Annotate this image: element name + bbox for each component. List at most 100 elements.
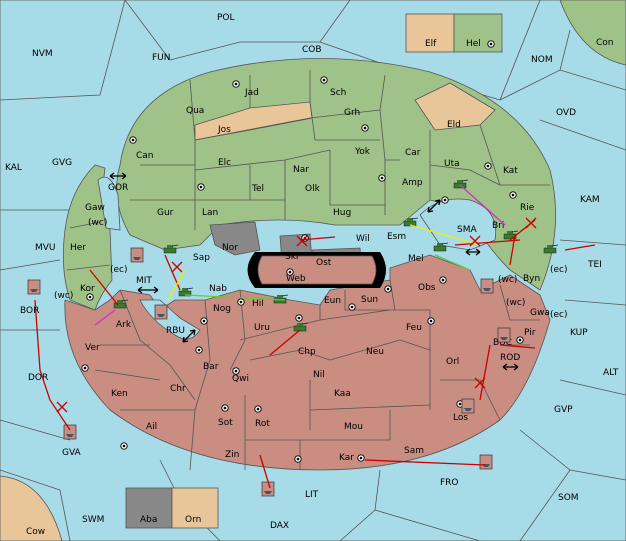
supply-center-dot	[441, 278, 445, 282]
svg-text:Nor: Nor	[222, 243, 238, 253]
svg-text:Chr: Chr	[170, 384, 186, 394]
svg-text:Esm: Esm	[387, 232, 406, 242]
svg-text:Qwi: Qwi	[232, 374, 249, 384]
fleet-unit-icon[interactable]	[154, 304, 168, 320]
province-lines	[66, 70, 550, 471]
label-kup: KUP	[570, 328, 588, 338]
fleet-unit-icon[interactable]	[479, 454, 493, 470]
supply-center-dot	[429, 319, 433, 323]
svg-text:Feu: Feu	[406, 323, 422, 333]
svg-text:Web: Web	[286, 274, 306, 284]
svg-text:Uru: Uru	[254, 323, 270, 333]
svg-text:Rot: Rot	[255, 419, 270, 429]
army-unit-icon[interactable]	[178, 287, 194, 297]
label-con: Con	[596, 38, 614, 48]
svg-text:Tel: Tel	[251, 184, 264, 194]
order-arrows	[34, 184, 596, 489]
label-fun: FUN	[152, 53, 171, 63]
svg-text:Gur: Gur	[157, 208, 174, 218]
svg-text:Yok: Yok	[354, 147, 371, 157]
army-unit-icon[interactable]	[293, 322, 309, 332]
label-fro: FRO	[440, 478, 459, 488]
label-nvm: NVM	[32, 49, 53, 59]
svg-text:Grh: Grh	[344, 108, 360, 118]
svg-text:(ec): (ec)	[550, 310, 568, 320]
fleet-unit-icon[interactable]	[480, 278, 494, 294]
svg-text:Can: Can	[136, 151, 154, 161]
svg-text:Gaw: Gaw	[85, 203, 105, 213]
supply-center-dot	[197, 348, 201, 352]
province-orn[interactable]	[171, 487, 219, 529]
svg-text:Elf: Elf	[425, 39, 437, 49]
svg-text:Sot: Sot	[218, 418, 233, 428]
svg-text:Wil: Wil	[356, 234, 370, 244]
svg-text:Ver: Ver	[85, 343, 100, 353]
svg-text:Amp: Amp	[402, 178, 423, 188]
fleet-unit-icon[interactable]	[27, 279, 41, 295]
box-labels: Jos Eld Elf Hel Aba Orn	[140, 39, 481, 525]
svg-text:Lan: Lan	[202, 208, 218, 218]
supply-center-dot	[363, 126, 367, 130]
fleet-unit-icon[interactable]	[497, 327, 511, 343]
supply-center-dot	[518, 338, 522, 342]
army-unit-icon[interactable]	[503, 230, 519, 240]
supply-center-dot	[296, 457, 300, 461]
label-alt: ALT	[603, 368, 619, 378]
fleet-unit-icon[interactable]	[63, 424, 77, 440]
fleet-unit-icon[interactable]	[461, 398, 475, 414]
red-land-labels: Skr Web Ost Mel Byn Eun Sun Obs Nab Hil …	[85, 252, 550, 463]
svg-text:Kaa: Kaa	[334, 389, 351, 399]
label-gvp: GVP	[554, 405, 573, 415]
province-elf[interactable]	[405, 13, 455, 53]
label-som: SOM	[558, 493, 579, 503]
supply-center-dot	[234, 369, 238, 373]
supply-center-dot	[386, 287, 390, 291]
fleet-unit-icon[interactable]	[130, 247, 144, 263]
label-sma: SMA	[457, 225, 477, 235]
province-web[interactable]	[257, 255, 377, 285]
army-unit-icon[interactable]	[543, 244, 559, 254]
svg-text:Byn: Byn	[523, 274, 540, 284]
army-unit-icon[interactable]	[163, 244, 179, 254]
label-rbu: RBU	[166, 326, 185, 336]
supply-center-dot	[489, 42, 493, 46]
svg-text:Nab: Nab	[209, 284, 227, 294]
army-unit-icon[interactable]	[113, 299, 129, 309]
army-unit-icon[interactable]	[403, 217, 419, 227]
label-cob: COB	[302, 45, 322, 55]
label-mit: MIT	[136, 276, 152, 286]
label-lit: LIT	[305, 490, 319, 500]
svg-text:(ec): (ec)	[550, 265, 568, 275]
province-eld[interactable]	[414, 82, 496, 131]
svg-text:Neu: Neu	[366, 347, 384, 357]
supply-center-dot	[234, 82, 238, 86]
svg-text:Ail: Ail	[146, 422, 157, 432]
label-rod: ROD	[500, 353, 520, 363]
label-hel: Hel	[466, 39, 481, 49]
army-unit-icon[interactable]	[433, 242, 449, 252]
army-unit-icon[interactable]	[273, 294, 289, 304]
supply-center-dot	[359, 456, 363, 460]
fleet-unit-icon[interactable]	[261, 481, 275, 497]
svg-text:Qua: Qua	[186, 106, 204, 116]
svg-text:Ost: Ost	[316, 258, 332, 268]
svg-text:Orl: Orl	[446, 357, 459, 367]
region-green-west	[62, 164, 113, 311]
convoy-arrows	[109, 172, 519, 371]
svg-text:(wc): (wc)	[506, 298, 525, 308]
label-pol: POL	[217, 13, 235, 23]
label-gva: GVA	[62, 448, 82, 458]
supply-center-dot	[131, 138, 135, 142]
svg-text:Kat: Kat	[503, 166, 518, 176]
province-nor-grey[interactable]	[209, 221, 261, 256]
svg-text:Pir: Pir	[524, 328, 536, 338]
svg-text:Sch: Sch	[330, 88, 346, 98]
svg-text:Nog: Nog	[213, 304, 231, 314]
label-nom: NOM	[531, 55, 553, 65]
svg-text:Orn: Orn	[185, 515, 201, 525]
svg-text:(wc): (wc)	[54, 291, 73, 301]
label-dax: DAX	[270, 521, 289, 531]
label-mvu: MVU	[35, 243, 56, 253]
sea-gor-area	[97, 176, 121, 231]
